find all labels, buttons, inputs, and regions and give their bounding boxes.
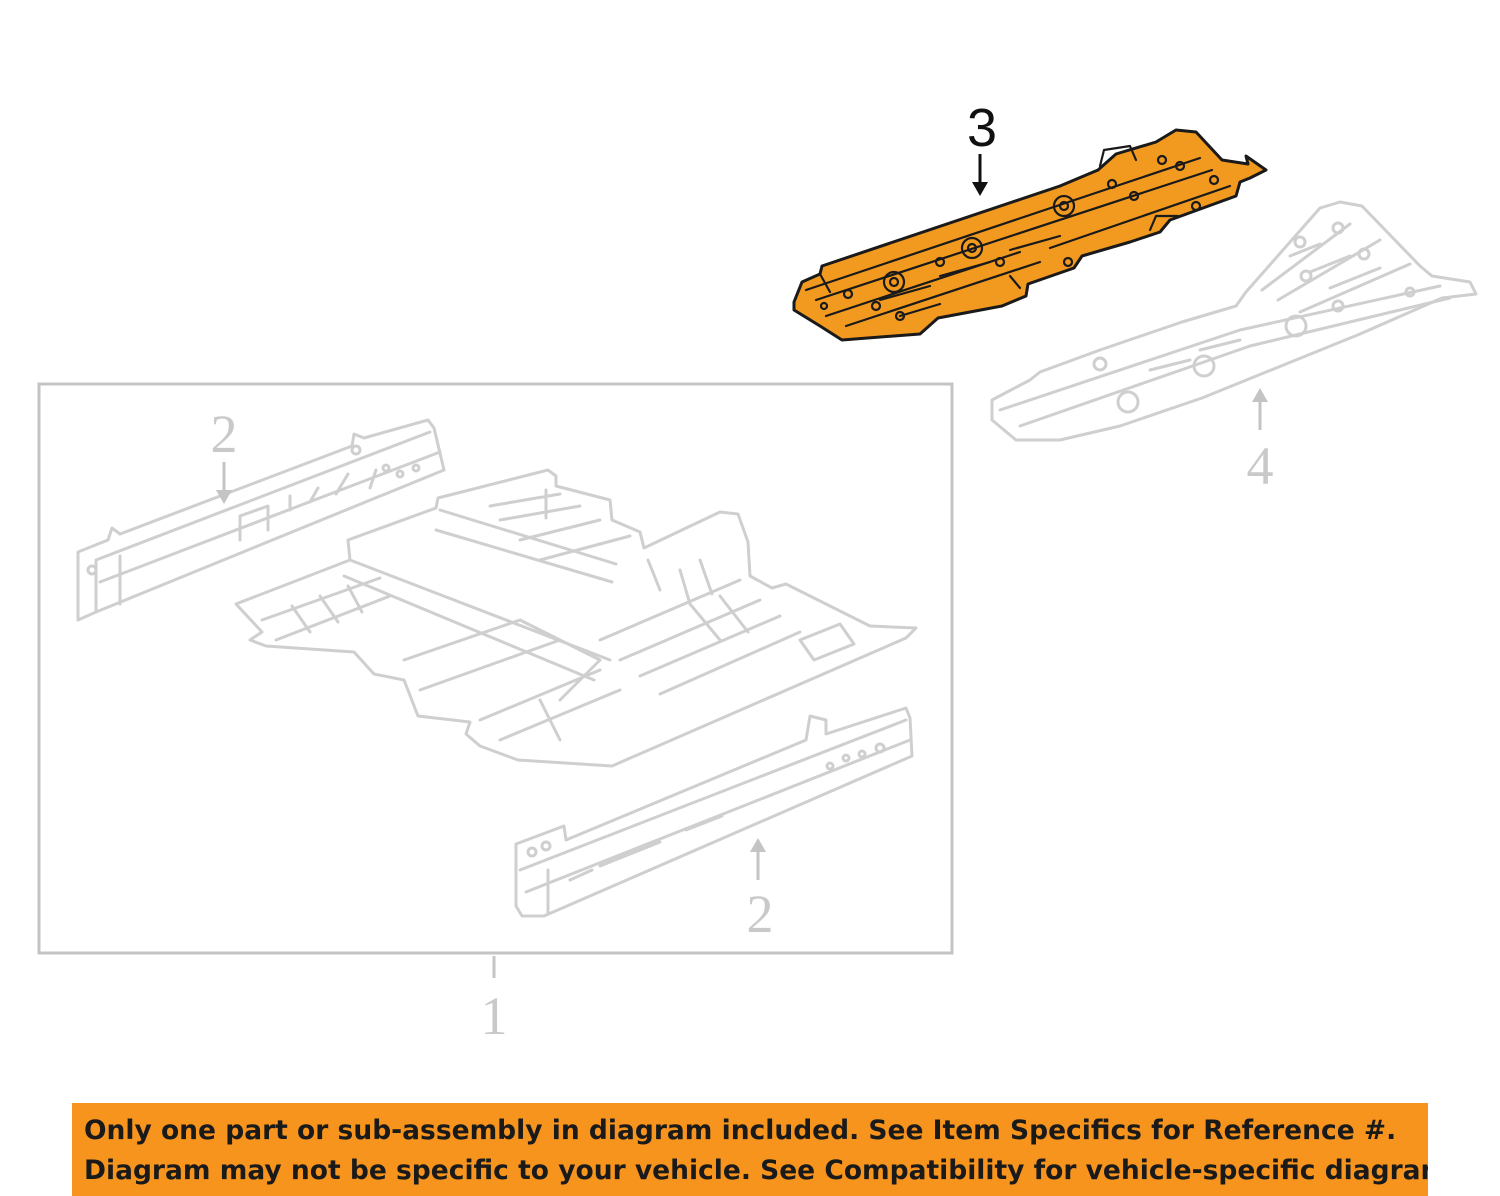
assembly-group-box	[37, 382, 954, 955]
side-sill-upper	[76, 418, 446, 622]
callout-3-arrowhead	[972, 182, 988, 196]
callout-1-label: 1	[481, 986, 508, 1046]
callout-4-arrowhead	[1252, 388, 1268, 402]
side-sill-lower	[514, 706, 914, 918]
callout-2-lower-arrowhead	[750, 838, 766, 852]
disclaimer-line-2: Diagram may not be specific to your vehi…	[84, 1155, 1428, 1186]
highlighted-floor-panel-body	[792, 128, 1268, 342]
highlighted-floor-panel	[792, 128, 1268, 342]
disclaimer-line-1: Only one part or sub-assembly in diagram…	[84, 1115, 1397, 1146]
callout-2-upper-arrowhead	[216, 490, 232, 504]
floor-pan	[234, 468, 918, 768]
disclaimer-banner: Only one part or sub-assembly in diagram…	[72, 1103, 1428, 1196]
callout-2-upper-label: 2	[211, 404, 238, 464]
callout-2-lower-label: 2	[747, 884, 774, 944]
rear-floor-pan	[990, 200, 1478, 442]
callout-3-label: 3	[967, 98, 997, 158]
callout-4-label: 4	[1247, 436, 1274, 496]
